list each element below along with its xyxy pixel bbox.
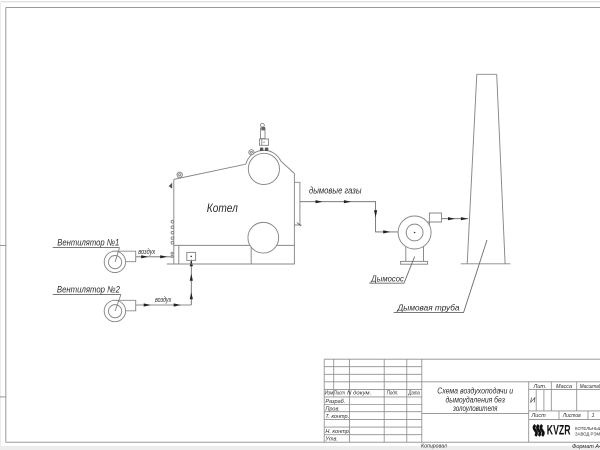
svg-text:И: И bbox=[530, 396, 536, 405]
svg-text:Вентилятор №2: Вентилятор №2 bbox=[57, 285, 121, 295]
svg-text:воздух: воздух bbox=[138, 247, 155, 256]
svg-text:золоуловителя: золоуловителя bbox=[452, 404, 498, 413]
svg-text:KVZR: KVZR bbox=[547, 423, 571, 438]
svg-text:1: 1 bbox=[592, 413, 595, 419]
svg-text:Н. контр.: Н. контр. bbox=[325, 429, 350, 435]
svg-text:Разраб.: Разраб. bbox=[325, 399, 345, 405]
svg-text:Дымовая труба: Дымовая труба bbox=[396, 304, 459, 313]
svg-text:Подп.: Подп. bbox=[387, 390, 399, 396]
svg-text:Схема воздухоподачи и: Схема воздухоподачи и bbox=[437, 387, 514, 396]
svg-text:Формат А4: Формат А4 bbox=[572, 444, 600, 450]
svg-text:Лист: Лист bbox=[531, 413, 547, 419]
svg-text:Утв.: Утв. bbox=[324, 436, 338, 442]
svg-text:ЗАВОД РЭМЗ: ЗАВОД РЭМЗ bbox=[575, 432, 600, 437]
svg-text:КОТЕЛЬНЫЙ: КОТЕЛЬНЫЙ bbox=[575, 426, 600, 431]
svg-text:дымовые газы: дымовые газы bbox=[309, 185, 362, 196]
svg-text:Котел: Котел bbox=[207, 203, 238, 215]
svg-text:Лист: Лист bbox=[333, 390, 346, 396]
svg-text:Лит.: Лит. bbox=[533, 384, 547, 390]
svg-text:дымоудаления без: дымоудаления без bbox=[445, 395, 505, 404]
svg-text:Вентилятор №1: Вентилятор №1 bbox=[57, 238, 119, 248]
svg-text:воздух: воздух bbox=[155, 295, 172, 304]
svg-text:Пров.: Пров. bbox=[325, 406, 340, 412]
svg-text:N докум.: N докум. bbox=[347, 390, 371, 396]
svg-text:Листов: Листов bbox=[562, 413, 581, 419]
svg-text:Дымосос: Дымосос bbox=[370, 275, 404, 284]
svg-text:Т. контр.: Т. контр. bbox=[325, 414, 349, 420]
svg-text:Копировал: Копировал bbox=[421, 444, 447, 450]
svg-text:Изм: Изм bbox=[325, 390, 334, 396]
svg-text:Масштаб: Масштаб bbox=[580, 384, 600, 390]
svg-text:Дата: Дата bbox=[408, 390, 420, 396]
svg-text:Масса: Масса bbox=[556, 384, 572, 390]
